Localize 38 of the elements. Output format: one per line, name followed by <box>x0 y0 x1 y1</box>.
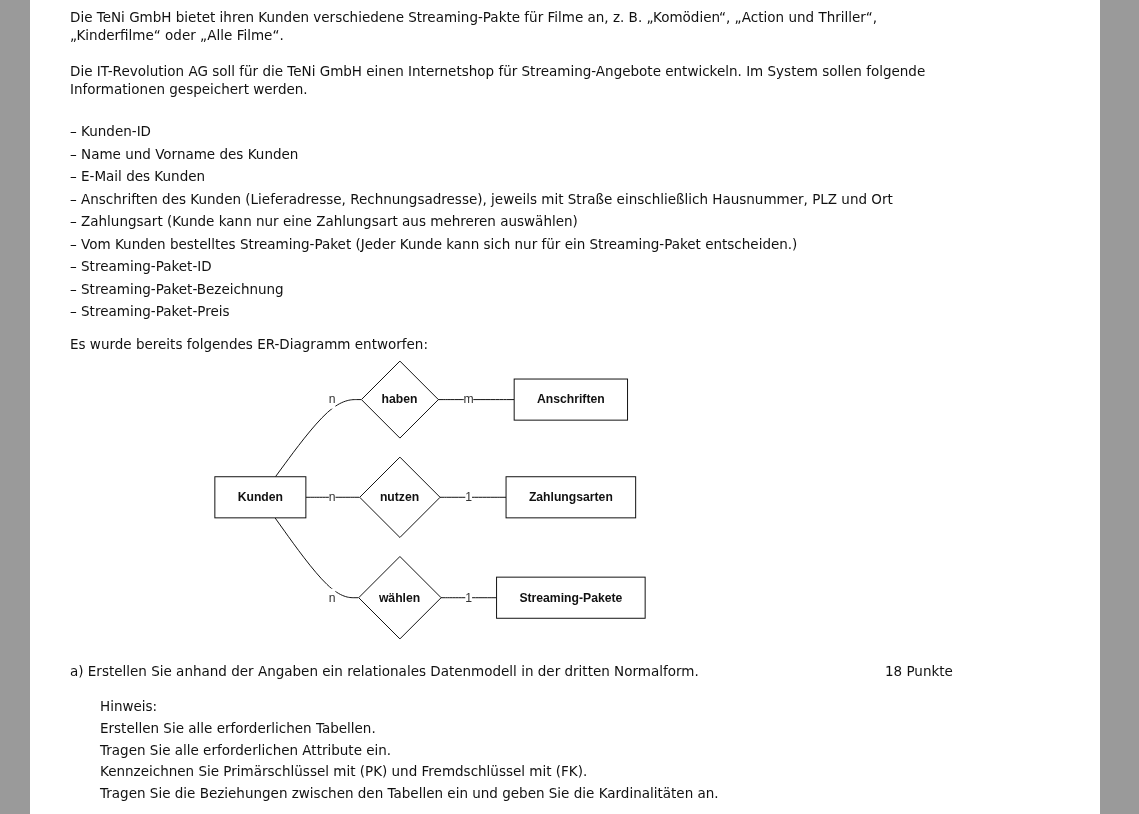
edge-label: n <box>328 590 336 604</box>
list-item: – Zahlungsart (Kunde kann nur eine Zahlungsart aus mehreren auswählen) <box>70 212 579 230</box>
edge-label: 1 <box>465 590 473 604</box>
list-item: – Streaming-Paket-ID <box>70 257 213 275</box>
node-box: Streaming-Pakete <box>496 576 646 619</box>
list-item: – Anschriften des Kunden (Lieferadresse, Rechnungsadresse), jeweils mit Straße einschließlich Hausnummer, PLZ und Ort <box>70 189 894 208</box>
list-item: – Streaming-Paket-Bezeichnung <box>70 279 285 298</box>
list-item: – Name und Vorname des Kunden <box>70 144 300 163</box>
connector <box>305 496 360 498</box>
points-text: 18 Punkte <box>885 662 954 680</box>
note-text: Kennzeichnen Sie Primärschlüssel mit (PK) und Fremdschlüssel mit (FK). <box>100 762 589 780</box>
note-text: Erstellen Sie alle erforderlichen Tabellen. <box>100 719 377 737</box>
node-box: Zahlungsarten <box>505 476 637 519</box>
node-box: Kunden <box>214 476 307 519</box>
connector <box>439 496 507 498</box>
edge-label: n <box>328 490 336 504</box>
paragraph: Es wurde bereits folgendes ER-Diagramm entworfen: <box>70 335 429 353</box>
edge-label: n <box>328 392 336 406</box>
connector <box>437 399 515 401</box>
list-item: – Streaming-Paket-Preis <box>70 302 231 320</box>
note-text: Tragen Sie die Beziehungen zwischen den Tabellen ein und geben Sie die Kardinalitäten an. <box>100 783 720 802</box>
connector <box>274 399 362 478</box>
node-diamond: haben <box>360 360 439 439</box>
node-diamond: nutzen <box>359 456 441 538</box>
paragraph: Die IT-Revolution AG soll für die TeNi GmbH einen Internetshop für Streaming-Angebote entwickeln. Im System sollen folgende Informationen gespeichert werden. <box>70 62 927 98</box>
list-item: – Vom Kunden bestelltes Streaming-Paket (Jeder Kunde kann sich nur für ein Streaming-Paket entscheiden.) <box>70 234 799 253</box>
connector <box>440 597 498 599</box>
edge-label: m <box>463 392 474 406</box>
connector <box>274 517 359 599</box>
note-text: Tragen Sie alle erforderlichen Attribute ein. <box>100 740 393 759</box>
list-item: – E-Mail des Kunden <box>70 167 207 185</box>
paragraph: Die TeNi GmbH bietet ihren Kunden verschiedene Streaming-Pakte für Filme an, z. B. „Komödien“, „Action und Thriller“, „Kinderfilme“ oder „Alle Filme“. <box>70 8 879 44</box>
edge-label: 1 <box>465 490 473 504</box>
task-text: a) Erstellen Sie anhand der Angaben ein relationales Datenmodell in der dritten Normalform. <box>70 662 700 680</box>
node-box: Anschriften <box>513 378 629 421</box>
note-heading: Hinweis: <box>100 697 159 715</box>
list-item: – Kunden-ID <box>70 122 152 140</box>
node-diamond: wählen <box>358 556 442 640</box>
